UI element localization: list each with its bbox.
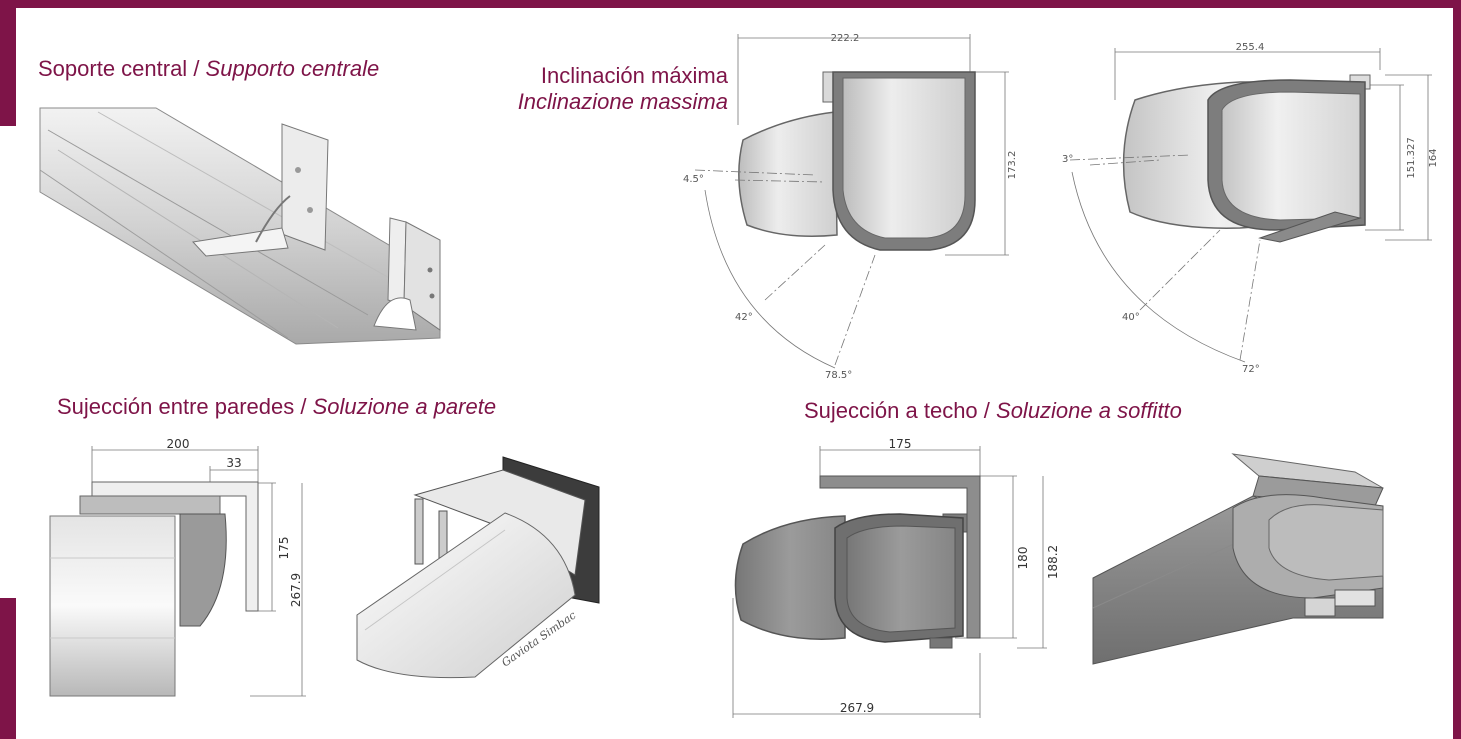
top-border <box>0 0 1461 8</box>
bracket-label: 175 <box>889 437 912 451</box>
left-border-bottom <box>0 598 16 739</box>
width-label: 267.9 <box>840 701 874 715</box>
height-label: 173.2 <box>1007 151 1018 180</box>
heading-es: Sujección entre paredes <box>57 394 295 419</box>
width-label: 200 <box>167 437 190 451</box>
angle-max-label: 72° <box>1242 364 1260 375</box>
wall-mount-side-drawing: 200 33 175 267.9 <box>49 437 306 697</box>
end-bracket <box>373 217 441 331</box>
angle-mid-label: 42° <box>735 312 753 323</box>
tilt-diagram-small: 222.2 173.2 4.5° 42° 78.5° <box>683 33 1018 381</box>
heading-inclinacion: Inclinación máxima Inclinazione massima <box>470 63 728 115</box>
ceiling-mount-side-drawing: 175 180 188.2 267.9 <box>732 437 1060 718</box>
height-outer-label: 164 <box>1428 148 1439 167</box>
heading-separator: / <box>294 394 313 419</box>
height-inner-label: 175 <box>277 537 291 560</box>
angle-top-label: 3° <box>1062 154 1073 165</box>
right-border <box>1453 0 1461 739</box>
width-label: 222.2 <box>831 33 860 44</box>
heading-separator: / <box>977 398 997 423</box>
heading-es: Inclinación máxima <box>540 63 728 88</box>
heading-paredes: Sujección entre paredes / Soluzione a pa… <box>57 394 496 420</box>
heading-es: Sujección a techo <box>804 398 978 423</box>
bracket-label: 33 <box>226 456 241 470</box>
angle-top-label: 4.5° <box>683 174 704 185</box>
heading-techo: Sujección a techo / Soluzione a soffitto <box>804 398 1182 424</box>
height-outer-label: 188.2 <box>1046 545 1060 579</box>
heading-it: Soluzione a soffitto <box>996 398 1182 423</box>
central-support-drawing <box>39 107 441 345</box>
height-inner-label: 180 <box>1016 547 1030 570</box>
height-outer-label: 267.9 <box>289 573 303 607</box>
support-bracket <box>191 123 329 257</box>
heading-es: Soporte central <box>38 56 188 81</box>
tilt-diagram-large: 255.4 151.327 164 3° 40° 72° <box>1062 42 1439 375</box>
heading-it: Soluzione a parete <box>312 394 497 419</box>
heading-separator: / <box>187 56 206 81</box>
heading-soporte-central: Soporte central / Supporto centrale <box>38 56 379 82</box>
heading-it: Supporto centrale <box>205 56 380 81</box>
left-border-top <box>0 0 16 126</box>
angle-mid-label: 40° <box>1122 312 1140 323</box>
width-label: 255.4 <box>1236 42 1265 53</box>
angle-max-label: 78.5° <box>825 370 852 381</box>
wall-mount-iso-drawing: Gaviota Simbac <box>356 456 600 679</box>
ceiling-mount-iso-drawing <box>1092 453 1384 665</box>
height-inner-label: 151.327 <box>1406 137 1417 178</box>
heading-it: Inclinazione massima <box>517 89 728 114</box>
